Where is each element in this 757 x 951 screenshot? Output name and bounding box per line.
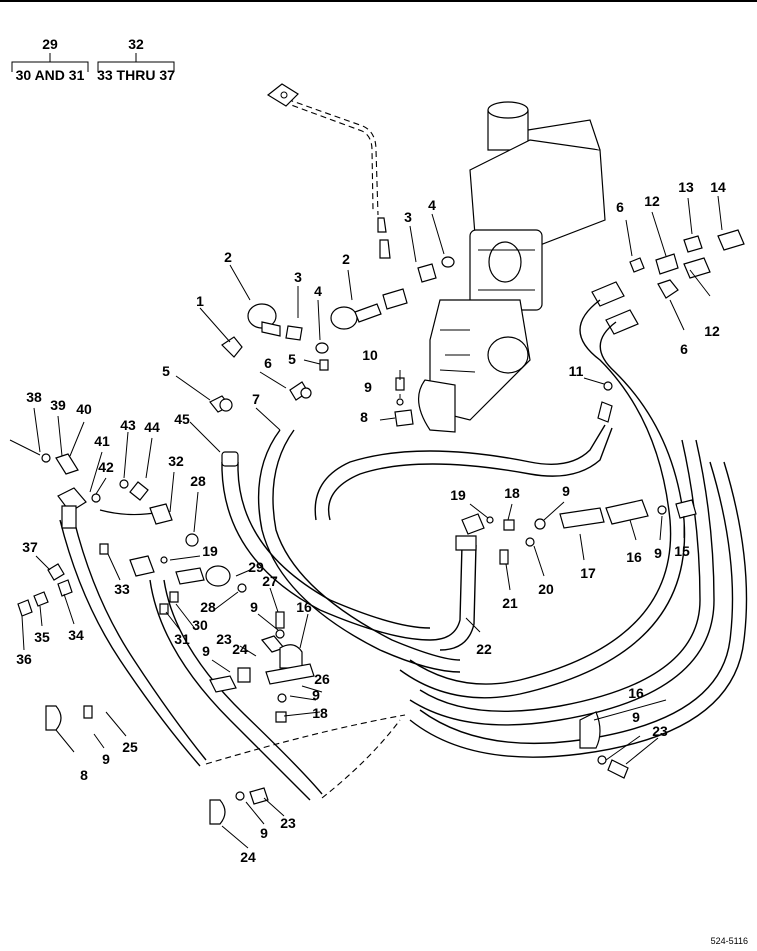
dashed-route-top [277,95,379,216]
callout-label: 41 [94,433,110,449]
key-parent-label: 29 [42,36,58,52]
fittings-left [9,439,269,825]
callout-label: 13 [678,179,694,195]
callout-label: 43 [120,417,136,433]
callout-label: 8 [360,409,368,425]
callout-label: 40 [76,401,92,417]
callout-label: 9 [312,687,320,703]
callout-label: 28 [190,473,206,489]
callout-label: 14 [710,179,726,195]
callout-labels: 1 2 3 4 2 3 4 5 5 6 7 45 10 9 8 6 12 13 … [16,179,726,865]
callout-label: 3 [294,269,302,285]
callout-label: 3 [404,209,412,225]
callout-label: 9 [260,825,268,841]
key-box-29: 29 30 AND 31 [11,36,89,83]
key-children-label: 30 AND 31 [16,67,85,83]
callout-label: 45 [174,411,190,427]
callout-label: 36 [16,651,32,667]
callout-label: 1 [196,293,204,309]
callout-label: 4 [314,283,322,299]
key-box-32: 32 33 THRU 37 [97,36,175,83]
callout-label: 38 [26,389,42,405]
bracket-cluster [209,611,315,723]
callout-label: 9 [250,599,258,615]
callout-label: 44 [144,419,160,435]
callout-label: 9 [364,379,372,395]
callout-label: 23 [216,631,232,647]
callout-label: 16 [628,685,644,701]
clamp-cluster-right [455,499,697,779]
callout-label: 9 [102,751,110,767]
callout-label: 37 [22,539,38,555]
callout-label: 6 [680,341,688,357]
figure-number: 524-5116 [711,936,748,946]
callout-label: 34 [68,627,84,643]
callout-label: 16 [626,549,642,565]
callout-label: 22 [476,641,492,657]
leader-lines [21,195,723,849]
callout-label: 18 [312,705,328,721]
callout-label: 18 [504,485,520,501]
valve-assembly [418,101,606,433]
callout-label: 12 [644,193,660,209]
callout-label: 35 [34,629,50,645]
callout-label: 5 [162,363,170,379]
callout-label: 19 [202,543,218,559]
callout-label: 32 [168,453,184,469]
callout-label: 6 [264,355,272,371]
callout-label: 26 [314,671,330,687]
callout-label: 4 [428,197,436,213]
callout-label: 24 [232,641,248,657]
callout-label: 20 [538,581,554,597]
callout-label: 25 [122,739,138,755]
callout-label: 39 [50,397,66,413]
callout-label: 28 [200,599,216,615]
line-art [9,83,748,849]
callout-label: 23 [280,815,296,831]
callout-label: 2 [224,249,232,265]
callout-label: 9 [562,483,570,499]
callout-label: 11 [569,363,584,379]
callout-label: 15 [674,543,690,559]
callout-label: 7 [252,391,260,407]
callout-label: 9 [632,709,640,725]
callout-label: 12 [704,323,720,339]
callout-label: 16 [296,599,312,615]
callout-label: 30 [192,617,208,633]
callout-label: 9 [654,545,662,561]
callout-label: 17 [580,565,596,581]
callout-label: 5 [288,351,296,367]
callout-label: 8 [80,767,88,783]
callout-label: 6 [616,199,624,215]
key-parent-label: 32 [128,36,144,52]
callout-label: 24 [240,849,256,865]
key-children-label: 33 THRU 37 [97,67,175,83]
callout-label: 2 [342,251,350,267]
callout-label: 19 [450,487,466,503]
callout-label: 9 [202,643,210,659]
hoses [59,299,748,801]
callout-label: 31 [174,631,190,647]
callout-label: 33 [114,581,130,597]
callout-label: 27 [262,573,278,589]
callout-label: 29 [248,559,264,575]
fittings-upper [209,256,613,427]
callout-label: 42 [98,459,114,475]
fittings-right [591,229,745,335]
callout-label: 23 [652,723,668,739]
callout-label: 21 [502,595,518,611]
callout-label: 10 [362,347,378,363]
